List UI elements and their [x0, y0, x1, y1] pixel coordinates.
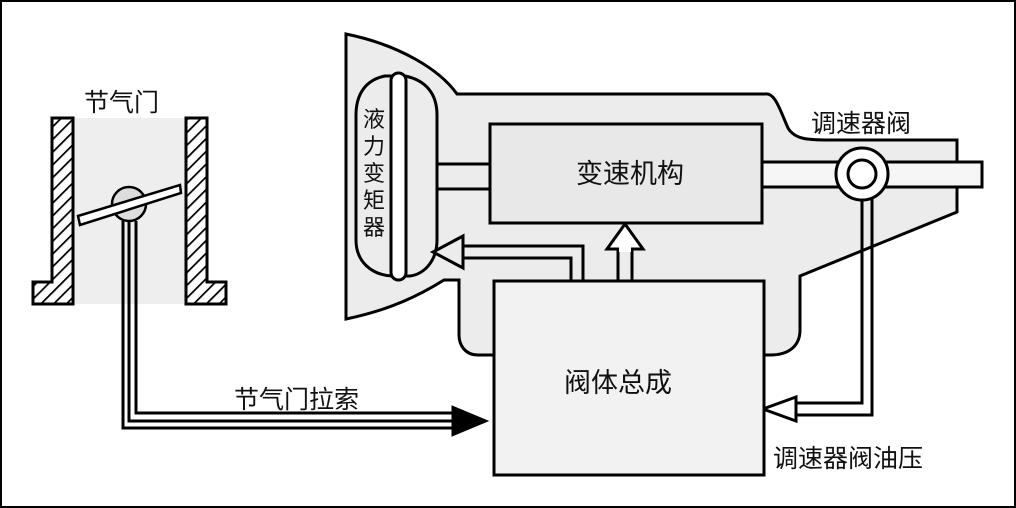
- throttle-wall-right: [184, 116, 228, 306]
- tc-label-char-4: 矩: [363, 189, 385, 214]
- throttle-cable: [121, 221, 490, 437]
- torque-converter: 液 力 变 矩 器: [354, 71, 439, 282]
- gear-mechanism-box: [488, 122, 764, 225]
- torque-converter-core: [389, 71, 408, 282]
- throttle-plate: [76, 183, 183, 227]
- tc-label-char-3: 变: [363, 162, 385, 187]
- valve-body-box: [492, 279, 766, 477]
- tc-label-char-1: 液: [363, 108, 385, 133]
- throttle-cable-label: 节气门拉索: [234, 385, 359, 414]
- gear-mechanism-label: 变速机构: [576, 159, 684, 190]
- tc-label-char-5: 器: [363, 216, 385, 241]
- governor-pressure-arrow: [758, 394, 798, 424]
- governor-valve-label: 调速器阀: [811, 109, 911, 138]
- throttle-label: 节气门: [84, 88, 159, 117]
- governor-valve-inner: [846, 158, 878, 190]
- throttle-wall-left: [31, 116, 75, 306]
- throttle-cable-arrow: [451, 405, 490, 437]
- governor-pressure-line: [758, 199, 874, 424]
- input-shaft: [435, 162, 492, 191]
- governor-pressure-label: 调速器阀油压: [773, 444, 923, 473]
- governor-valve: [834, 146, 890, 202]
- converter-supply-arrow: [429, 233, 465, 271]
- tc-label-char-2: 力: [363, 135, 385, 160]
- valve-body-label: 阀体总成: [564, 368, 672, 399]
- converter-supply-line: [429, 233, 585, 282]
